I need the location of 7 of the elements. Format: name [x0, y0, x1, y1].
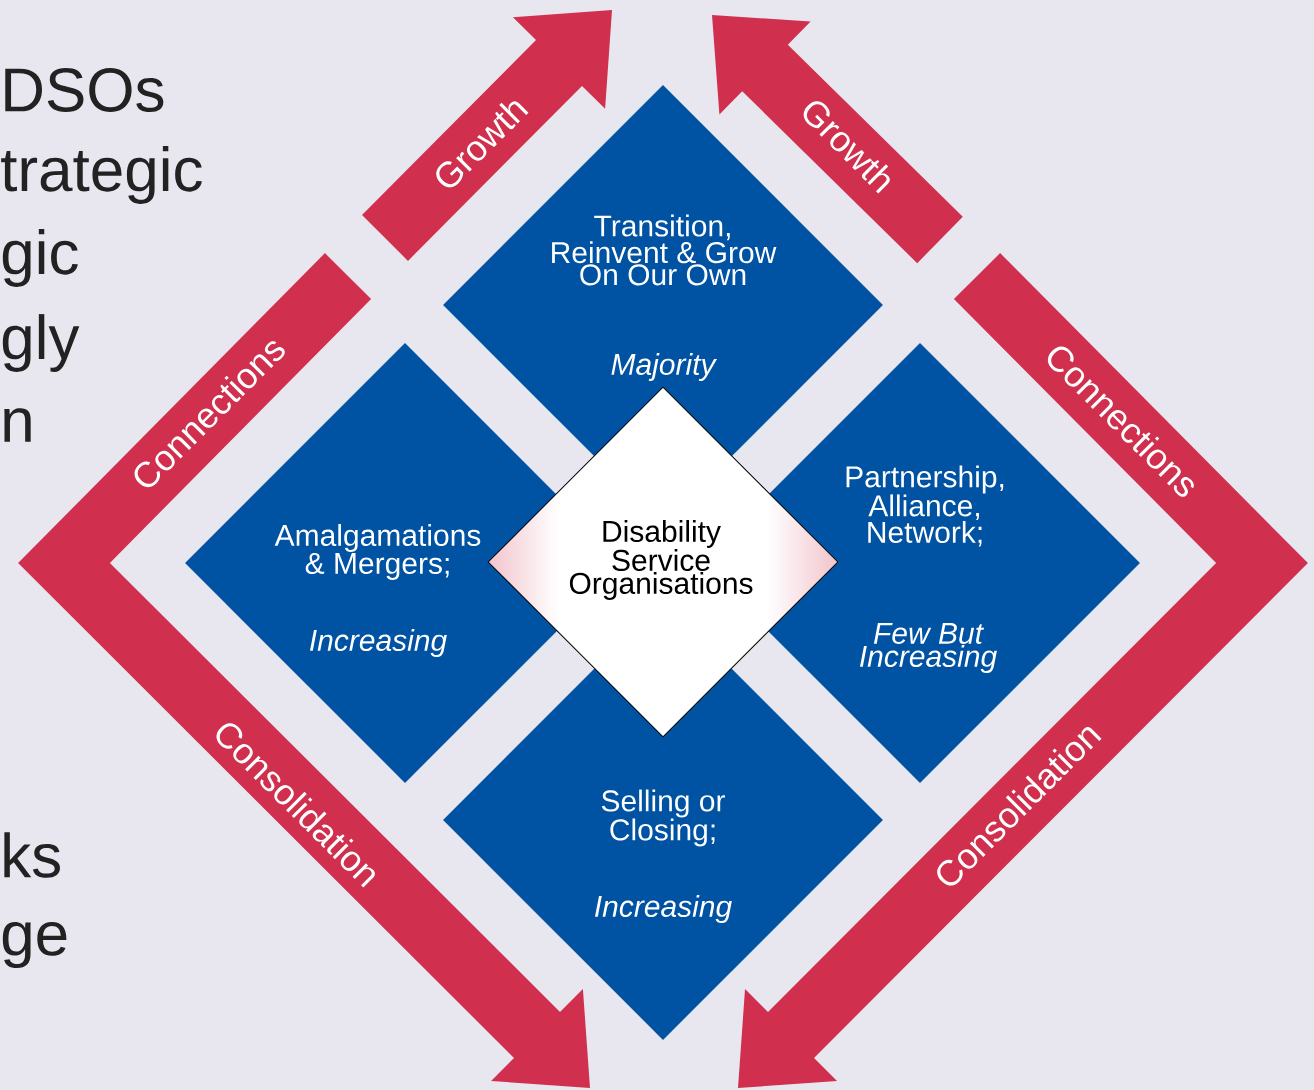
- slide-text: gic: [2, 229, 78, 287]
- slide-text: gly: [2, 314, 80, 372]
- slide-text: ks: [4, 832, 60, 878]
- slide-text: trategic: [1, 146, 202, 204]
- slide-text: n: [4, 408, 31, 442]
- slide-text: ge: [2, 921, 67, 969]
- slide-text: DSOs: [5, 68, 164, 112]
